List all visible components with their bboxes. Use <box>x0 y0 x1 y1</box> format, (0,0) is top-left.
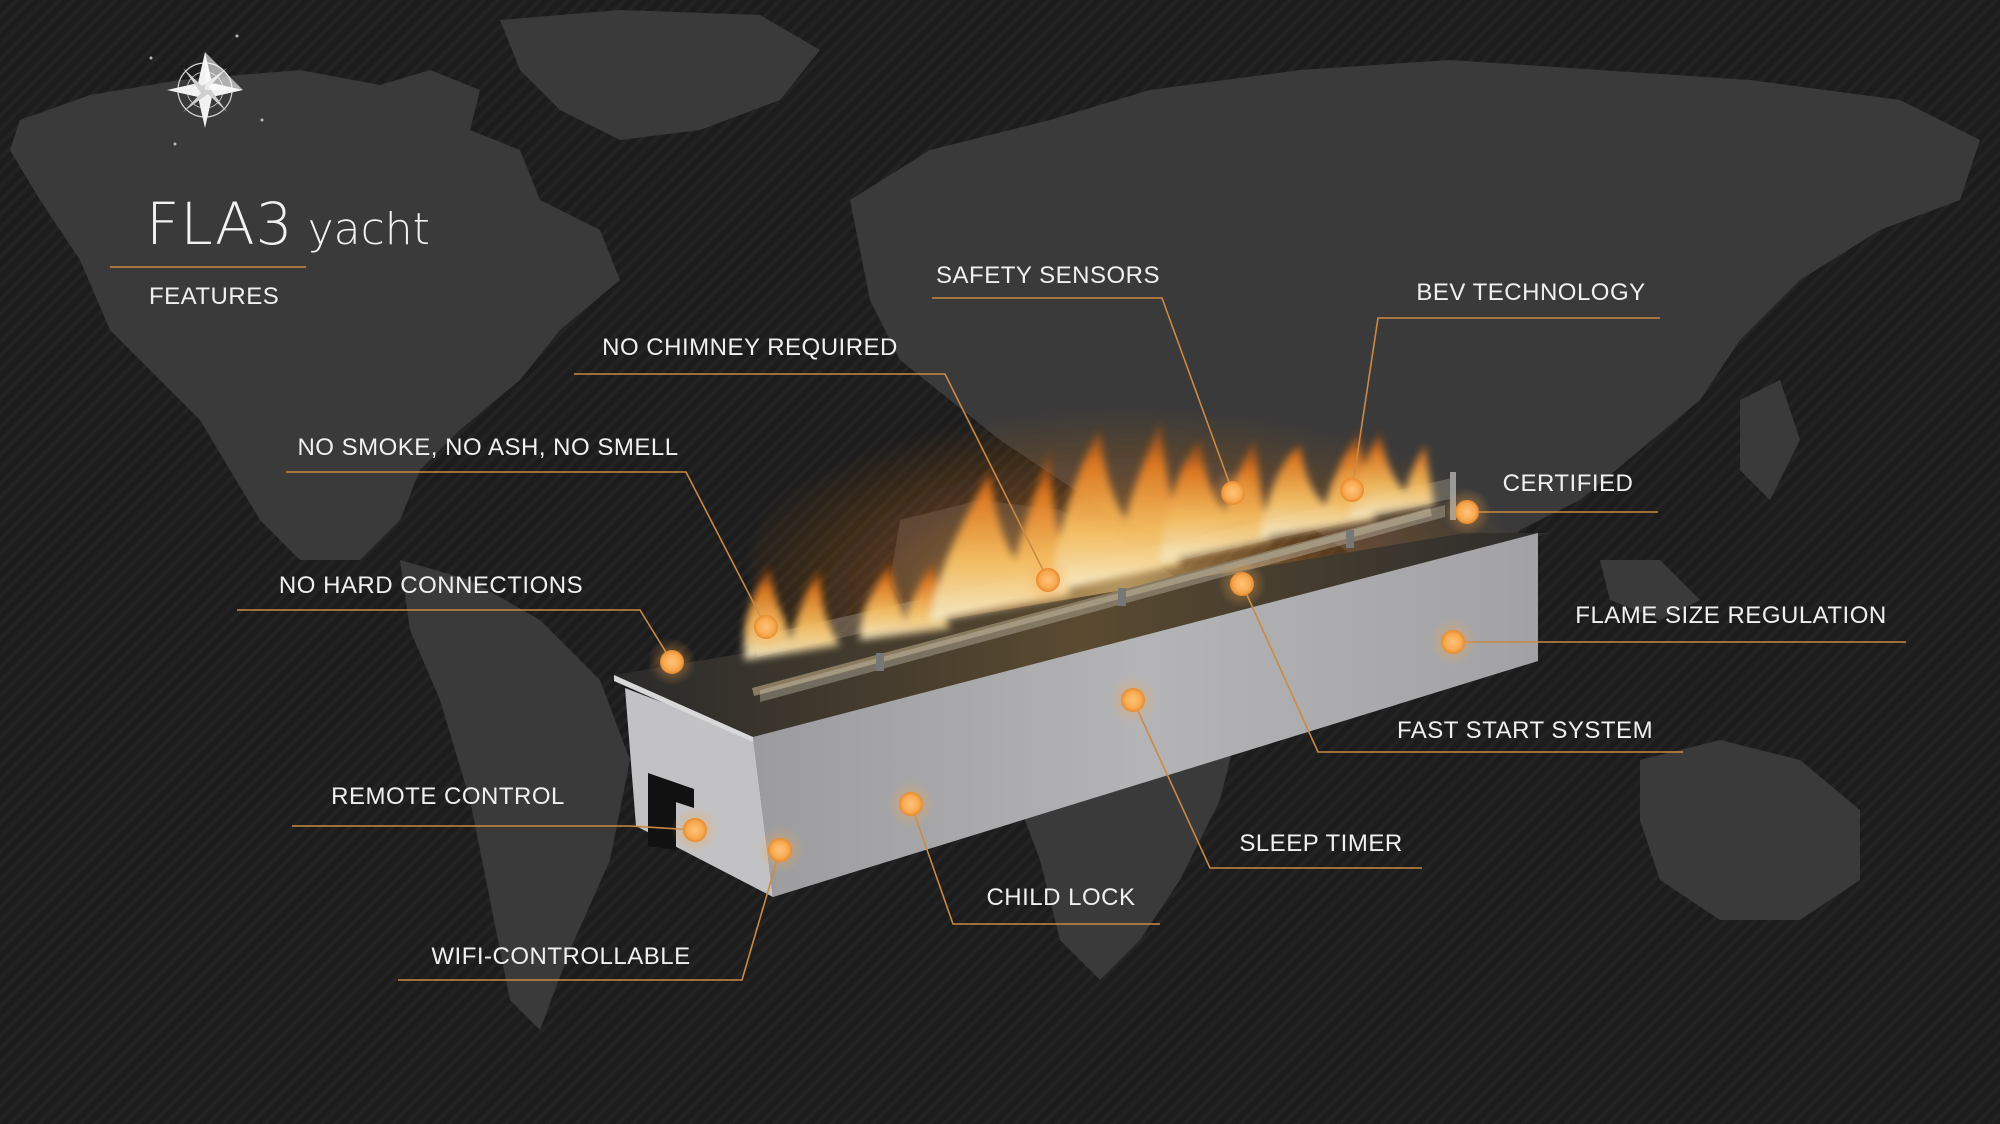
feature-dot[interactable] <box>1340 478 1364 502</box>
feature-label-no-chimney-required: NO CHIMNEY REQUIRED <box>602 334 898 361</box>
feature-dot[interactable] <box>660 650 684 674</box>
product-title: FLA3 yacht <box>146 190 430 258</box>
feature-label-remote-control: REMOTE CONTROL <box>331 783 565 810</box>
feature-dot[interactable] <box>1121 688 1145 712</box>
feature-label-safety-sensors: SAFETY SENSORS <box>936 262 1160 289</box>
section-subtitle: FEATURES <box>149 283 280 310</box>
compass-star-icon <box>149 34 264 146</box>
leader-lines <box>237 297 1906 981</box>
feature-label-fast-start-system: FAST START SYSTEM <box>1396 717 1654 744</box>
fireplace-burner <box>614 390 1552 897</box>
feature-dot[interactable] <box>899 792 923 816</box>
title-suffix: yacht <box>307 204 430 255</box>
feature-label-flame-size-regulation: FLAME SIZE REGULATION <box>1575 602 1887 629</box>
feature-dots <box>648 466 1491 874</box>
feature-dot[interactable] <box>1455 500 1479 524</box>
feature-dot[interactable] <box>754 615 778 639</box>
feature-dot[interactable] <box>1441 630 1465 654</box>
title-model: FLA3 <box>146 190 294 258</box>
feature-label-child-lock: CHILD LOCK <box>986 884 1136 911</box>
feature-label-bev-technology: BEV TECHNOLOGY <box>1416 279 1646 306</box>
feature-label-wifi-controllable: WIFI-CONTROLLABLE <box>431 943 691 970</box>
feature-label-sleep-timer: SLEEP TIMER <box>1239 830 1403 857</box>
feature-dot[interactable] <box>768 838 792 862</box>
feature-label-certified: CERTIFIED <box>1502 470 1634 497</box>
feature-label-no-hard-connections: NO HARD CONNECTIONS <box>278 572 584 599</box>
feature-dot[interactable] <box>1230 572 1254 596</box>
feature-dot[interactable] <box>1036 568 1060 592</box>
feature-dot[interactable] <box>1221 481 1245 505</box>
feature-dot[interactable] <box>683 818 707 842</box>
feature-label-no-smoke: NO SMOKE, NO ASH, NO SMELL <box>297 434 679 461</box>
